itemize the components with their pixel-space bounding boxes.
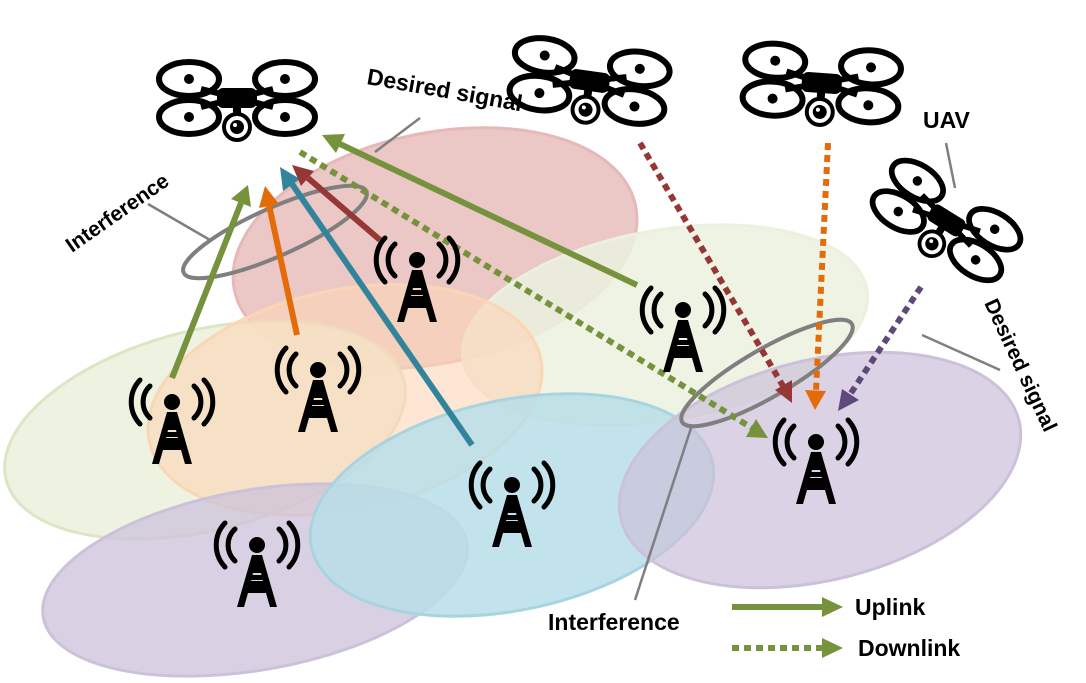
leader-uav <box>944 142 957 189</box>
interference-label-left: Interference <box>62 169 174 257</box>
legend-uplink-swatch <box>732 597 843 617</box>
leader-interference-left <box>147 202 211 242</box>
uav-drone-icon <box>506 34 671 133</box>
uplink-arrow-blue <box>280 167 475 447</box>
uplink-arrow-orange <box>259 186 300 336</box>
interference-ring-right <box>679 317 855 429</box>
leader-interference-bottom <box>633 424 694 601</box>
legend-downlink-label: Downlink <box>858 635 960 661</box>
legend: Uplink Downlink <box>732 594 960 661</box>
downlink-arrow-purple <box>838 285 924 411</box>
downlink-arrow-orange <box>805 142 831 410</box>
interference-label-bottom: Interference <box>548 609 680 635</box>
legend-uplink-label: Uplink <box>855 594 925 620</box>
downlink-arrow-dark-red <box>637 141 792 403</box>
leader-desired-top <box>374 117 421 153</box>
legend-downlink-swatch <box>732 638 843 658</box>
uav-label: UAV <box>923 107 971 133</box>
uplink-arrow-green-left <box>169 185 251 380</box>
uplink-arrow-dark-red <box>292 165 382 243</box>
leader-desired-right <box>921 333 1001 372</box>
downlink-arrow-green <box>298 149 768 438</box>
uav-drone-icon <box>863 152 1028 293</box>
uplink-arrow-green-right <box>322 134 639 288</box>
uav-drone-icon <box>159 62 315 140</box>
uav-drone-icon <box>741 42 902 131</box>
desired-signal-label-top: Desired signal <box>365 63 524 116</box>
